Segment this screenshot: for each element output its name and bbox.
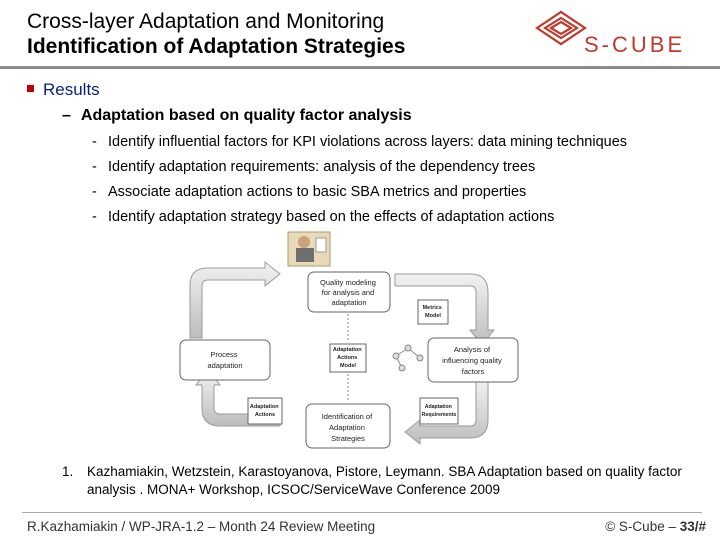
subsection-bullet: –Adaptation based on quality factor anal…	[62, 107, 412, 124]
list-item: -Identify adaptation strategy based on t…	[92, 209, 555, 225]
analyst-figure-icon	[287, 231, 331, 267]
list-item: -Associate adaptation actions to basic S…	[92, 184, 527, 200]
cube-logo-icon	[535, 10, 587, 46]
svg-text:Adaptation Requirements: Adaptation Requirements	[422, 404, 457, 418]
svg-text:Identification of Adapta: Identification of Adaptation Strategies	[322, 412, 375, 443]
reference-text: Kazhamiakin, Wetzstein, Karastoyanova, P…	[87, 464, 682, 497]
section-heading: Results	[43, 80, 100, 99]
footer-copyright: © S-Cube –	[605, 519, 680, 534]
quality-modeling-box: Quality modeling for analysis and adapta…	[307, 271, 391, 313]
svg-text:Adaptation Actions: Adaptation Actions Model	[333, 347, 363, 369]
svg-text:Quality modeling for ana: Quality modeling for analysis and adapta…	[320, 278, 378, 307]
metrics-model-document-icon: Metrics Model	[417, 299, 449, 325]
svg-text:Process adaptation: Process adaptation	[207, 350, 242, 370]
footer-page-info: © S-Cube – 33/#	[605, 519, 706, 534]
dependency-tree-icon	[392, 344, 424, 372]
footer-meeting-info: R.Kazhamiakin / WP-JRA-1.2 – Month 24 Re…	[27, 519, 376, 534]
process-adaptation-box: Process adaptation	[179, 339, 271, 381]
reference-number: 1.	[62, 464, 74, 479]
adaptation-cycle-diagram: Quality modeling for analysis and adapta…	[179, 231, 519, 449]
svg-text:Adaptation Actions: Adaptation Actions	[250, 404, 280, 418]
slide-title-line1: Cross-layer Adaptation and Monitoring	[27, 10, 385, 33]
identification-strategies-box: Identification of Adaptation Strategies	[305, 403, 391, 449]
header-divider	[0, 66, 720, 69]
adaptation-requirements-document-icon: Adaptation Requirements	[419, 397, 459, 425]
s-cube-logo: S-CUBE	[535, 10, 685, 57]
list-item: -Identify influential factors for KPI vi…	[92, 134, 628, 150]
adaptation-actions-document-icon: Adaptation Actions	[247, 397, 283, 425]
square-bullet-icon	[27, 85, 34, 92]
adaptation-actions-model-document-icon: Adaptation Actions Model	[329, 343, 367, 373]
influencing-factors-analysis-box: Analysis of influencing quality factors	[427, 337, 519, 383]
page-number: 33/#	[679, 519, 706, 534]
list-item: -Identify adaptation requirements: analy…	[92, 159, 536, 175]
logo-text: S-CUBE	[584, 32, 685, 57]
section-bullet: Results	[27, 80, 100, 100]
svg-text:Analysis of influencing: Analysis of influencing quality factors	[442, 345, 504, 376]
subsection-heading: Adaptation based on quality factor analy…	[80, 107, 412, 124]
slide-title-line2: Identification of Adaptation Strategies	[27, 35, 406, 58]
footer-divider	[22, 512, 702, 513]
svg-text:Metrics Model: Metrics Model	[423, 305, 444, 319]
